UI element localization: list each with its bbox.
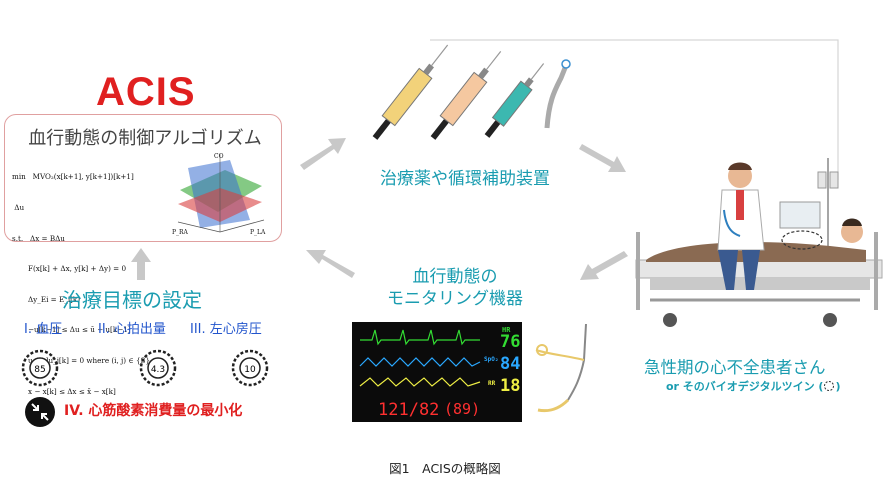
dial-value-lap: 10 — [244, 365, 256, 375]
surface-plot-icon: CO P_RA P_LA — [172, 153, 266, 236]
math-line: Δy_Ei = E_i[k] — [12, 294, 81, 304]
dial-value-bp: 85 — [34, 365, 45, 375]
digital-twin-icon — [824, 381, 835, 391]
monitor-label-hr: HR — [502, 326, 511, 334]
treatment-title: 治療薬や循環補助装置 — [380, 169, 550, 189]
goal-label-mvo2: IV. 心筋酸素消費量の最小化 — [64, 403, 243, 419]
patient-monitor: HR 76 SpO₂ 84 RR 18 121/82 (89) — [352, 322, 522, 422]
dial-icon: 85 — [21, 349, 59, 387]
monitor-label-spo2: SpO₂ — [484, 356, 499, 363]
goal-label-bp: I. 血圧 — [24, 322, 63, 337]
math-line: s.t. Δx = BΔu — [12, 233, 65, 243]
infusion-line — [430, 39, 839, 180]
patient-sublabel-text: or そのバイオデジタルツイン ( — [666, 380, 824, 393]
syringe-icon — [372, 44, 449, 140]
catheter-icon — [544, 59, 571, 129]
goals-title: 治療目標の設定 — [62, 288, 202, 312]
math-line: min MVO₂(x[k+1], y[k+1])[k+1] — [12, 172, 134, 182]
dial-icon: 4.3 — [139, 349, 177, 387]
monitor-map-value: (89) — [444, 400, 481, 418]
figure-caption: 図1 ACISの概略図 — [389, 461, 501, 476]
monitor-rr-value: 18 — [500, 376, 521, 396]
math-line: Δu — [12, 203, 25, 213]
arrow-algo-to-treatment — [300, 138, 346, 170]
monitor-bp-value: 121/82 — [378, 400, 440, 420]
monitor-spo2-value: 84 — [500, 354, 521, 374]
math-line: F(x[k] + Δx, y[k] + Δy) = 0 — [12, 264, 127, 274]
algorithm-title: 血行動態の制御アルゴリズム — [28, 128, 262, 149]
syringe-icon — [430, 50, 502, 140]
plot-label-pra: P_RA — [172, 229, 189, 236]
monitor-title-line1: 血行動態の — [412, 267, 498, 287]
optimization-formula: min MVO₂(x[k+1], y[k+1])[k+1] Δu s.t. Δx… — [12, 152, 150, 407]
patient-sublabel: or そのバイオデジタルツイン () — [666, 380, 841, 393]
goal-dials: 85 4.3 10 — [21, 349, 269, 387]
acis-title: ACIS — [96, 70, 196, 114]
pa-catheter-icon — [535, 323, 587, 413]
goal-label-co: II. 心拍出量 — [98, 322, 166, 337]
dial-value-co: 4.3 — [151, 365, 165, 375]
plot-label-co: CO — [214, 153, 224, 160]
monitor-label-rr: RR — [488, 380, 496, 387]
arrow-goals-to-algo — [131, 248, 151, 280]
patient-label: 急性期の心不全患者さん — [644, 358, 826, 377]
monitor-title-line2: モニタリング機器 — [387, 289, 523, 309]
math-line: −u[k−1] ≤ Δu ≤ ū − u[k−1] — [12, 325, 131, 335]
arrow-monitor-to-algo — [306, 250, 355, 278]
math-line: x − x[k] ≤ Δx ≤ x̄ − x[k] — [12, 386, 116, 396]
minimize-icon — [25, 397, 55, 427]
syringe-icon — [484, 63, 545, 138]
arrow-treatment-to-patient — [579, 144, 626, 172]
monitor-hr-value: 76 — [500, 332, 521, 352]
syringes-illustration — [372, 44, 571, 140]
arrow-patient-to-monitor — [580, 251, 628, 280]
plot-label-pla: P_LA — [250, 229, 266, 236]
patient-bed-illustration — [635, 158, 883, 327]
goal-label-lap: III. 左心房圧 — [190, 322, 262, 337]
waveform-traces — [359, 329, 481, 387]
dial-icon: 10 — [231, 349, 269, 387]
